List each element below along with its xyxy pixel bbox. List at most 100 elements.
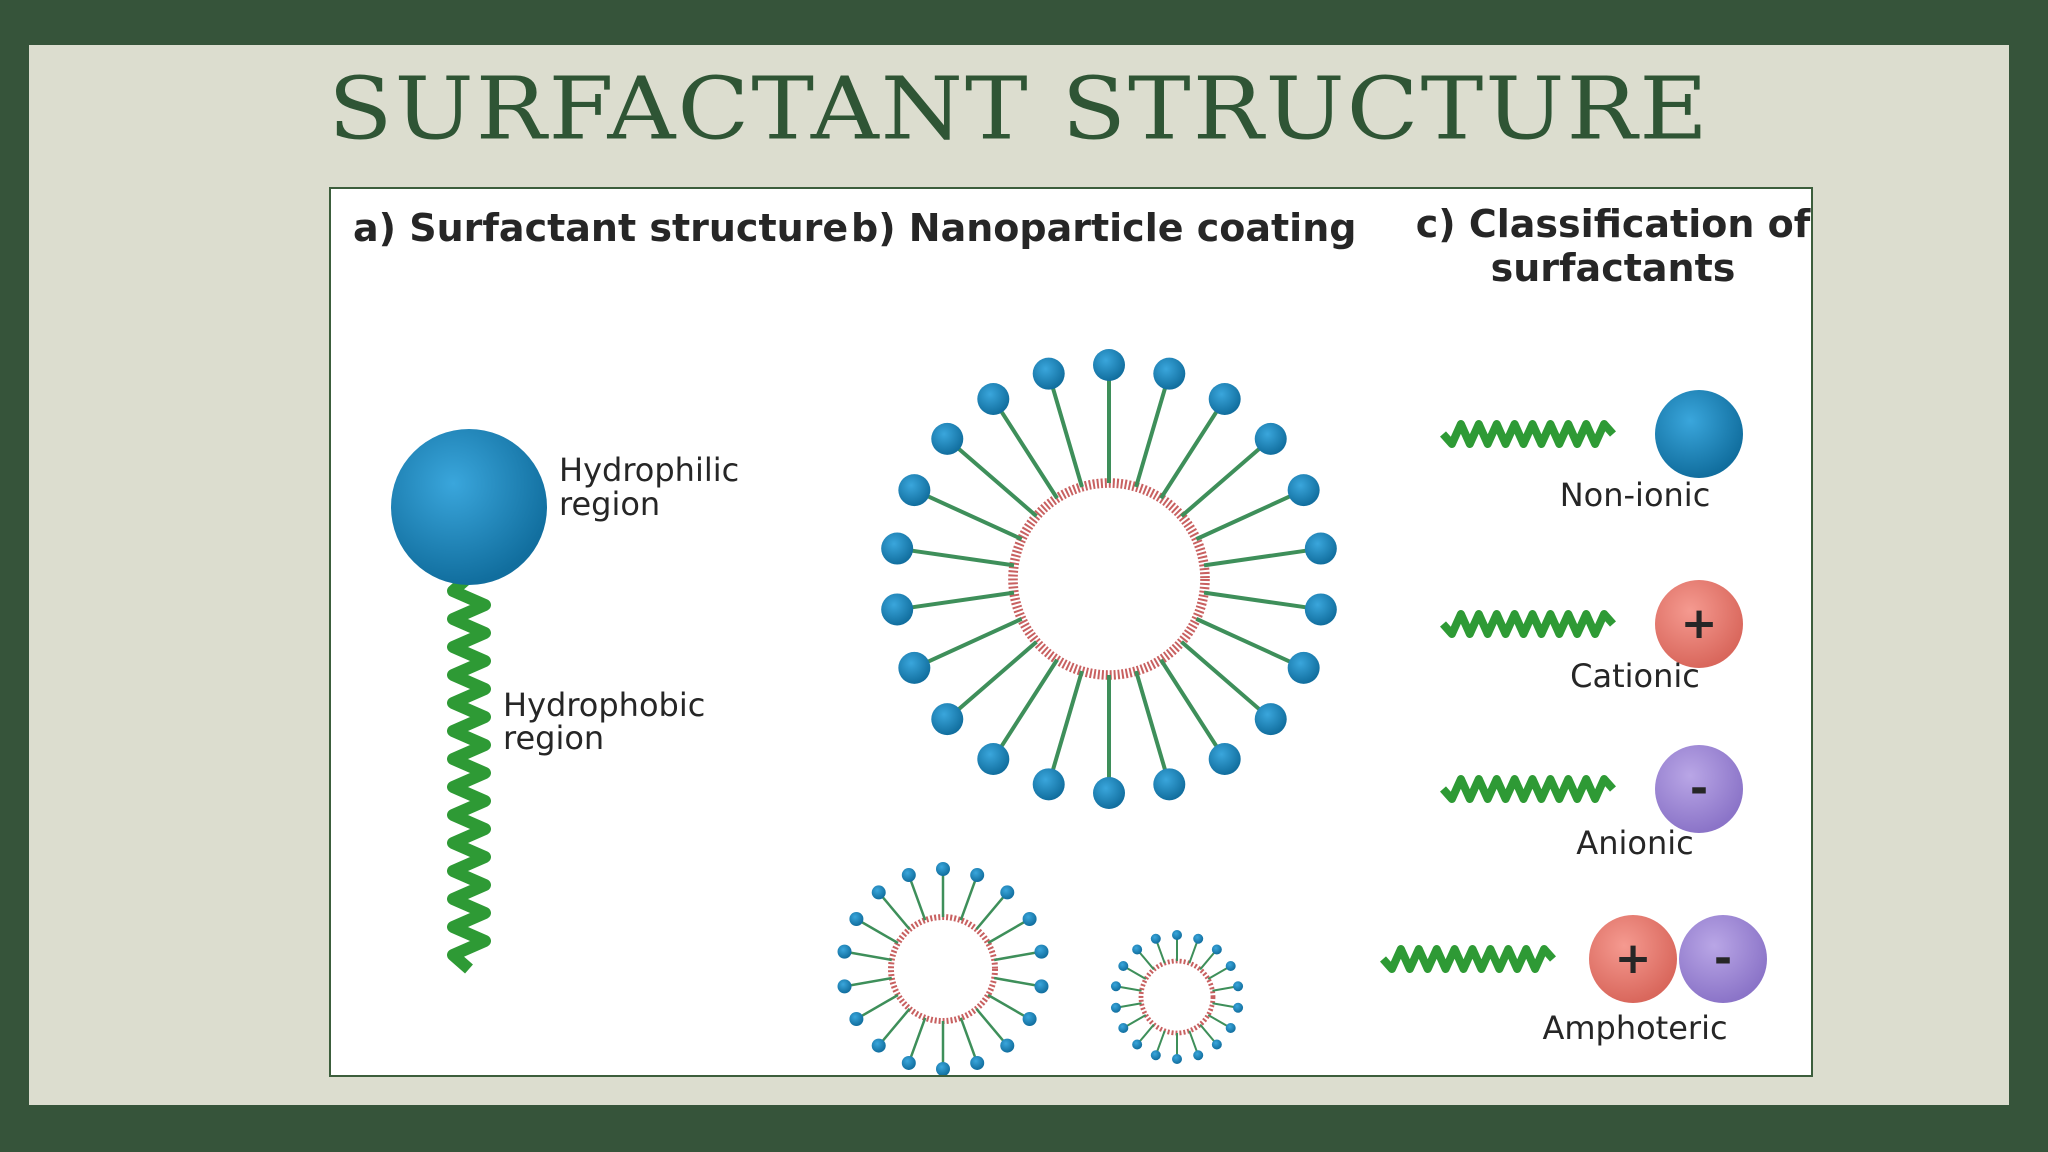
surfactant-type-label: Cationic — [1570, 657, 1700, 695]
surfactant-head — [871, 885, 886, 900]
surfactant-head — [1172, 930, 1182, 940]
surfactant-tail — [844, 950, 893, 962]
surfactant-type-label: Amphoteric — [1542, 1009, 1727, 1047]
hydrophobic-label-line1: Hydrophobic — [503, 686, 705, 724]
surfactant-head — [931, 422, 964, 455]
surfactant-head — [1208, 382, 1241, 415]
surfactant-tail — [1159, 397, 1227, 500]
surfactant-head — [871, 1038, 886, 1053]
surfactant-head — [1150, 933, 1161, 944]
surfactant-head — [1093, 349, 1125, 381]
surfactant-tail — [907, 874, 927, 921]
hydrophilic-head — [391, 429, 547, 585]
slide: SURFACTANT STRUCTURE a) Surfactant struc… — [29, 45, 2009, 1105]
surfactant-type-label: Anionic — [1576, 824, 1693, 862]
surfactant-head — [970, 868, 985, 883]
surfactant-head — [1287, 474, 1320, 507]
surfactant-head — [1225, 1023, 1236, 1033]
surfactant-head — [1153, 768, 1186, 801]
surfactant-head — [1000, 1038, 1015, 1053]
positive-charge-symbol: + — [1615, 933, 1652, 984]
surfactant-tail — [991, 658, 1059, 761]
positive-charge-symbol: + — [1681, 598, 1718, 649]
hydrophobic-tail — [1440, 420, 1616, 448]
surfactant-tail — [959, 1017, 979, 1064]
surfactant-figure: a) Surfactant structure b) Nanoparticle … — [329, 187, 1813, 1077]
surfactant-head — [881, 532, 914, 565]
surfactant-type-cationic: + Cationic — [1440, 580, 1743, 695]
surfactant-head — [1193, 1050, 1204, 1061]
coated-nanoparticle-small — [1110, 930, 1244, 1064]
nanoparticle-core — [1008, 478, 1210, 680]
surfactant-tail — [1046, 670, 1084, 785]
surfactant-type-amphoteric: + - Amphoteric — [1380, 915, 1767, 1047]
surfactant-head — [1032, 768, 1065, 801]
surfactant-tail — [1180, 640, 1273, 721]
panel-c-heading-line2: surfactants — [1491, 246, 1736, 290]
surfactant-head — [898, 651, 931, 684]
figure-canvas: a) Surfactant structure b) Nanoparticle … — [353, 202, 1811, 1075]
surfactant-tail — [1203, 546, 1322, 568]
hydrophobic-tail — [447, 572, 491, 974]
surfactant-tail — [1180, 437, 1273, 518]
surfactant-head — [849, 912, 864, 926]
surfactant-head — [1022, 1012, 1037, 1026]
surfactant-head — [1287, 651, 1320, 684]
surfactant-head — [901, 868, 916, 883]
surfactant-head — [1208, 743, 1241, 776]
surfactant-classification: Non-ionic + Cationic - Anionic + - Amphoteric — [1380, 390, 1767, 1047]
surfactant-head — [837, 979, 852, 994]
surfactant-head — [970, 1055, 985, 1070]
surfactant-head — [1172, 1054, 1182, 1064]
surfactant-tail — [1159, 658, 1227, 761]
surfactant-tail — [1195, 488, 1305, 541]
surfactant-head — [837, 944, 852, 959]
surfactant-tail — [877, 1008, 911, 1047]
cationic-head — [1589, 915, 1677, 1003]
surfactant-tail — [987, 993, 1031, 1021]
panel-a-heading: a) Surfactant structure — [353, 206, 848, 250]
surfactant-head — [1193, 933, 1204, 944]
surfactant-head — [931, 703, 964, 736]
surfactant-tail — [945, 640, 1038, 721]
hydrophobic-tail — [1380, 945, 1556, 973]
cationic-head — [1655, 580, 1743, 668]
surfactant-head — [1254, 422, 1287, 455]
surfactant-tail — [1134, 373, 1172, 488]
hydrophobic-tail — [1440, 775, 1616, 803]
nanoparticle-core — [888, 914, 998, 1024]
surfactant-head — [1132, 1039, 1143, 1050]
surfactant-head — [977, 743, 1010, 776]
negative-charge-symbol: - — [1690, 763, 1708, 814]
surfactant-head — [1034, 979, 1049, 994]
surfactant-type-non-ionic: Non-ionic — [1440, 390, 1743, 514]
surfactant-tail — [1203, 590, 1322, 612]
surfactant-tail — [896, 546, 1015, 568]
surfactant-molecule — [391, 429, 547, 974]
surfactant-tail — [975, 1008, 1009, 1047]
surfactant-head — [936, 1062, 950, 1075]
surfactant-head — [849, 1012, 864, 1026]
hydrophilic-label-line2: region — [559, 485, 660, 523]
neutral-head — [1655, 390, 1743, 478]
surfactant-head — [898, 474, 931, 507]
surfactant-tail — [975, 891, 1009, 930]
surfactant-head — [1110, 1002, 1121, 1013]
surfactant-head — [1110, 981, 1121, 992]
surfactant-head — [1211, 944, 1222, 955]
surfactant-head — [1225, 961, 1236, 971]
surfactant-tail — [844, 976, 893, 988]
hydrophilic-label-line1: Hydrophilic — [559, 451, 739, 489]
negative-charge-symbol: - — [1714, 933, 1732, 984]
surfactant-tail — [1046, 373, 1084, 488]
surfactant-head — [1034, 944, 1049, 959]
surfactant-head — [1032, 357, 1065, 390]
surfactant-head — [1022, 912, 1037, 926]
surfactant-head — [1304, 593, 1337, 626]
surfactant-tail — [991, 397, 1059, 500]
surfactant-head — [1132, 944, 1143, 955]
surfactant-tail — [993, 950, 1042, 962]
anionic-head — [1655, 745, 1743, 833]
hydrophobic-tail — [1440, 610, 1616, 638]
surfactant-head — [1304, 532, 1337, 565]
